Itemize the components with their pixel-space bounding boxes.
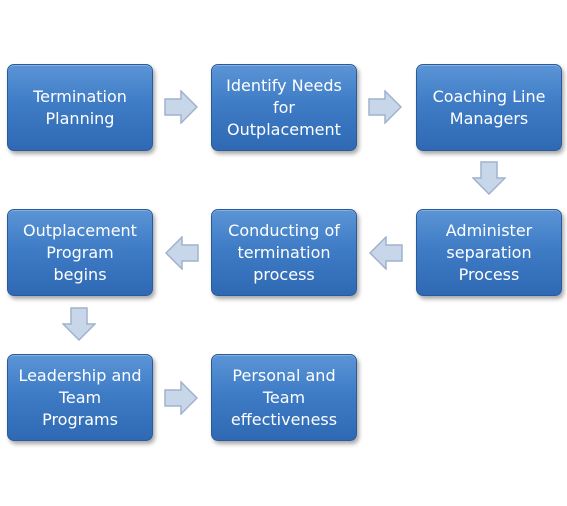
node-line: for [272,97,295,117]
node-line: Leadership and [18,365,142,385]
node-line: Conducting of [228,220,340,240]
node-label: Leadership and Team Programs [18,365,141,431]
node-label: Personal and Team effectiveness [231,365,337,431]
node-line: Planning [45,108,115,128]
node-personal-team-effectiveness: Personal and Team effectiveness [211,354,357,441]
node-line: effectiveness [230,409,338,429]
node-label: Identify Needs for Outplacement [226,75,342,141]
node-label: Coaching Line Managers [433,86,546,130]
node-line: begins [53,264,107,284]
node-label: Administer separation Process [446,220,532,286]
node-leadership-team-programs: Leadership and Team Programs [7,354,153,441]
node-coaching-line-managers: Coaching Line Managers [416,64,562,151]
node-administer-separation: Administer separation Process [416,209,562,296]
node-line: termination [237,242,331,262]
node-line: Programs [42,409,118,429]
arrow-left-icon [165,236,199,270]
node-label: Conducting of termination process [228,220,340,286]
node-outplacement-program: Outplacement Program begins [7,209,153,296]
node-line: Personal and [232,365,336,385]
arrow-right-icon [164,381,198,415]
node-line: Coaching Line [432,86,546,106]
arrow-down-icon [472,161,506,195]
arrow-down-icon [62,307,96,341]
arrow-left-icon [369,236,403,270]
node-label: Termination Planning [33,86,127,130]
node-identify-needs: Identify Needs for Outplacement [211,64,357,151]
node-line: Team [58,387,102,407]
node-line: Managers [449,108,529,128]
node-line: separation [446,242,532,262]
arrow-right-icon [368,90,402,124]
node-line: Team [262,387,306,407]
node-line: Termination [33,86,127,106]
node-line: process [253,264,315,284]
node-line: Identify Needs [226,75,342,95]
node-termination-planning: Termination Planning [7,64,153,151]
arrow-right-icon [164,90,198,124]
node-line: Program [46,242,114,262]
node-line: Administer [445,220,533,240]
node-conducting-termination: Conducting of termination process [211,209,357,296]
node-line: Outplacement [23,220,137,240]
node-line: Outplacement [227,119,341,139]
node-label: Outplacement Program begins [23,220,137,286]
node-line: Process [458,264,520,284]
